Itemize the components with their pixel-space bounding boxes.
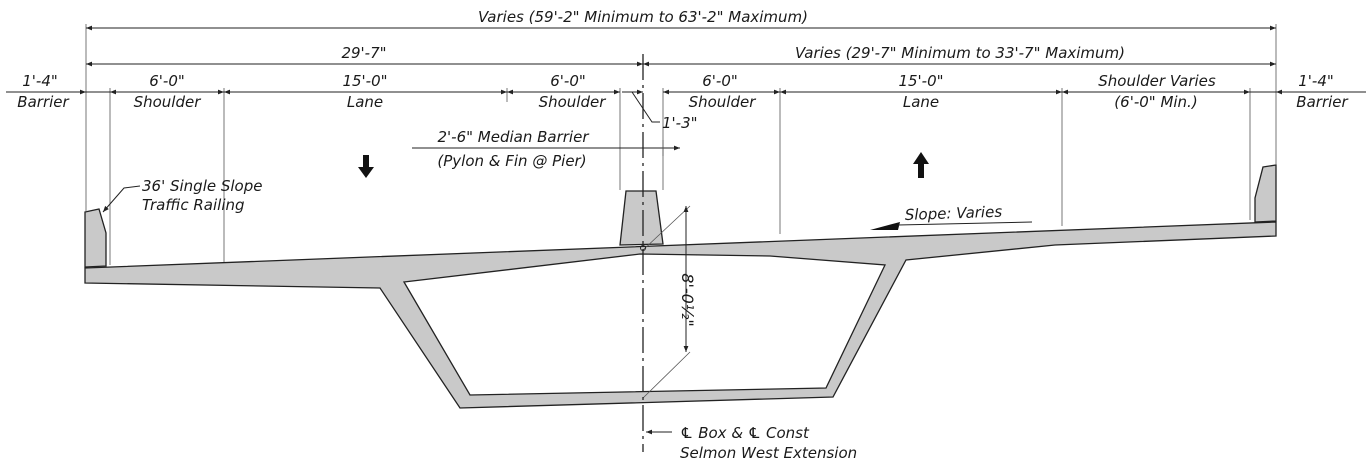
slope-label: Slope: Varies [905,203,1003,224]
slope-indicator-icon [870,222,900,230]
left-outer-shoulder-dim: 6'-0" [149,72,185,90]
left-half-dimension: 29'-7" [341,44,386,62]
right-lane-dim: 15'-0" [898,72,943,90]
right-traffic-railing [1254,164,1277,223]
median-barrier-line2: (Pylon & Fin @ Pier) [437,152,586,170]
box-depth-label: 8'-0½" [678,273,697,326]
left-traffic-railing [84,208,107,268]
box-bottom-ext-line [642,351,691,399]
railing-leader [102,185,141,213]
arrow-down-icon [358,155,374,178]
right-lane-label: Lane [903,93,939,111]
dimension-lines [6,25,1366,435]
right-outer-shoulder-label: (6'-0" Min.) [1114,93,1197,111]
left-outer-shoulder-label: Shoulder [134,93,202,111]
right-outer-shoulder-dim: Shoulder Varies [1098,72,1216,90]
median-barrier-line1: 2'-6" Median Barrier [438,128,590,146]
overall-dimension: Varies (59'-2" Minimum to 63'-2" Maximum… [478,8,808,26]
left-barrier-dim: 1'-4" [22,72,58,90]
traffic-railing-line1: 36' Single Slope [142,177,262,195]
slope-underline [897,221,1033,226]
left-inner-shoulder-label: Shoulder [539,93,607,111]
left-inner-shoulder-dim: 6'-0" [550,72,586,90]
right-inner-shoulder-label: Shoulder [689,93,757,111]
traffic-railing-line2: Traffic Railing [142,196,245,214]
centerline-label-line2: Selmon West Extension [680,444,857,462]
right-barrier-label: Barrier [1296,93,1348,111]
centerline-point [640,245,646,251]
left-lane-dim: 15'-0" [342,72,387,90]
extension-lines [85,24,1277,399]
box-girder-void [402,253,886,396]
offset-dimension: 1'-3" [662,114,698,132]
centerline-label-line1: ℄ Box & ℄ Const [680,424,810,442]
arrow-up-icon [913,152,929,178]
box-girder-section [84,164,1277,409]
right-barrier-dim: 1'-4" [1298,72,1334,90]
median-barrier [619,190,664,246]
left-barrier-label: Barrier [17,93,69,111]
box-top-ext-line [642,205,691,251]
offset-leader [631,91,660,123]
labels: Varies (59'-2" Minimum to 63'-2" Maximum… [17,8,1348,462]
left-lane-label: Lane [347,93,383,111]
right-half-dimension: Varies (29'-7" Minimum to 33'-7" Maximum… [795,44,1125,62]
right-inner-shoulder-dim: 6'-0" [702,72,738,90]
